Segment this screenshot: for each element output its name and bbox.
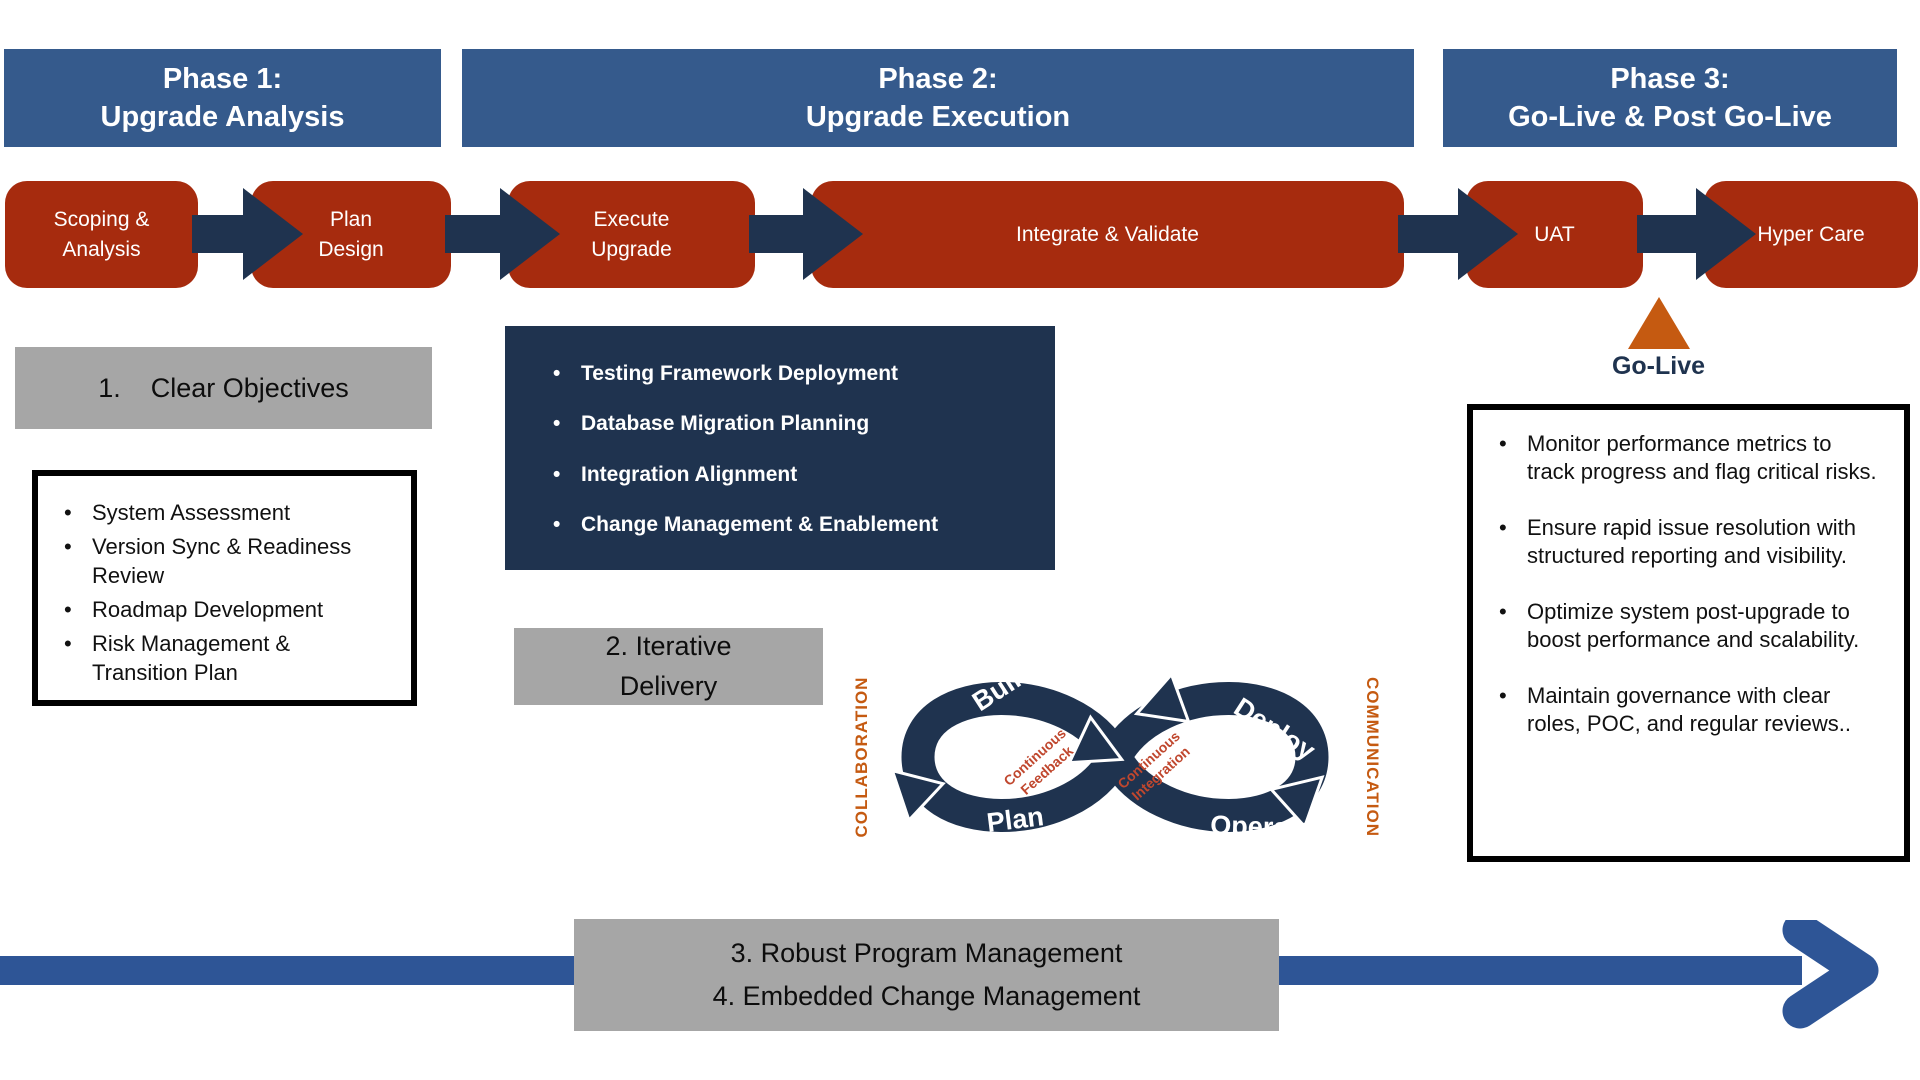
factors-3-4-box: 3. Robust Program Management 4. Embedded…: [574, 919, 1279, 1031]
go-live-marker-icon: [1628, 297, 1690, 349]
loop-arrowhead-icon: [890, 768, 946, 824]
loop-arrowhead-icon: [1268, 775, 1325, 830]
phase1-title-line2: Upgrade Analysis: [100, 101, 345, 133]
step-arrowhead-icon: [243, 188, 303, 280]
list-item: Optimize system post-upgrade to boost pe…: [1493, 598, 1877, 654]
step-label: Integrate & Validate: [1016, 222, 1199, 246]
go-live-label: Go-Live: [1611, 352, 1706, 380]
step-label: Analysis: [62, 237, 141, 261]
step-label: Hyper Care: [1757, 222, 1865, 246]
phase1-header: Phase 1: Upgrade Analysis: [4, 49, 441, 147]
factor2-line2: Delivery: [619, 670, 718, 701]
step-label: Execute: [593, 208, 670, 232]
step-label: Plan: [329, 208, 373, 232]
loop-plan-label: Plan: [985, 801, 1045, 838]
phase3-bullet-list: Monitor performance metrics to track pro…: [1493, 430, 1890, 738]
list-item: Testing Framework Deployment: [547, 360, 1037, 388]
factor2-line1: 2. Iterative: [605, 631, 732, 662]
phase3-details-box: Monitor performance metrics to track pro…: [1467, 404, 1910, 862]
phase1-details-box: System Assessment Version Sync & Readine…: [32, 470, 417, 706]
factor1-label: Clear Objectives: [150, 372, 349, 403]
phase2-details-box: Testing Framework Deployment Database Mi…: [505, 326, 1055, 570]
step-arrowhead-icon: [803, 188, 863, 280]
phase3-header: Phase 3: Go-Live & Post Go-Live: [1443, 49, 1897, 147]
step-scoping-analysis: Scoping & Analysis: [5, 181, 198, 288]
step-arrowhead-icon: [500, 188, 560, 280]
step-label: Design: [318, 237, 384, 261]
list-item: Database Migration Planning: [547, 410, 1037, 438]
phase2-title-line1: Phase 2:: [878, 62, 998, 95]
factor1-number: 1.: [98, 372, 121, 403]
step-arrowhead-icon: [1696, 188, 1756, 280]
list-item: Roadmap Development: [58, 595, 374, 625]
list-item: Integration Alignment: [547, 461, 1037, 489]
phase3-title-line1: Phase 3:: [1610, 62, 1730, 95]
phase2-bullet-list: Testing Framework Deployment Database Mi…: [547, 360, 1037, 538]
phase2-title-line2: Upgrade Execution: [805, 101, 1071, 133]
phase1-bullet-list: System Assessment Version Sync & Readine…: [58, 498, 397, 688]
list-item: Change Management & Enablement: [547, 511, 1037, 539]
devops-infinity-loop-icon: Build Deploy Plan Operate Continuous Fee…: [890, 655, 1329, 844]
list-item: Risk Management & Transition Plan: [58, 629, 374, 688]
collaboration-label: COLLABORATION: [852, 676, 871, 838]
phase2-header: Phase 2: Upgrade Execution: [462, 49, 1414, 147]
communication-label: COMMUNICATION: [1363, 677, 1382, 837]
step-label: UAT: [1534, 222, 1575, 246]
step-integrate-validate: Integrate & Validate: [811, 181, 1404, 288]
factor2-iterative-delivery: 2. Iterative Delivery: [514, 628, 823, 705]
factor1-clear-objectives: 1. Clear Objectives: [15, 347, 432, 429]
loop-arrowhead-icon: [1133, 671, 1191, 724]
phase1-title-line1: Phase 1:: [162, 62, 283, 95]
phase3-title-line2: Go-Live & Post Go-Live: [1508, 101, 1832, 133]
factor4-label: 4. Embedded Change Management: [712, 981, 1141, 1011]
loop-operate-label: Operate: [1210, 810, 1313, 844]
step-label: Upgrade: [591, 237, 672, 261]
step-arrowhead-icon: [1458, 188, 1518, 280]
list-item: Version Sync & Readiness Review: [58, 532, 374, 591]
loop-arrowhead-icon: [1067, 714, 1125, 765]
list-item: System Assessment: [58, 498, 374, 528]
list-item: Maintain governance with clear roles, PO…: [1493, 682, 1877, 738]
list-item: Monitor performance metrics to track pro…: [1493, 430, 1877, 486]
list-item: Ensure rapid issue resolution with struc…: [1493, 514, 1877, 570]
step-label: Scoping &: [53, 208, 150, 232]
factor3-label: 3. Robust Program Management: [730, 937, 1123, 968]
